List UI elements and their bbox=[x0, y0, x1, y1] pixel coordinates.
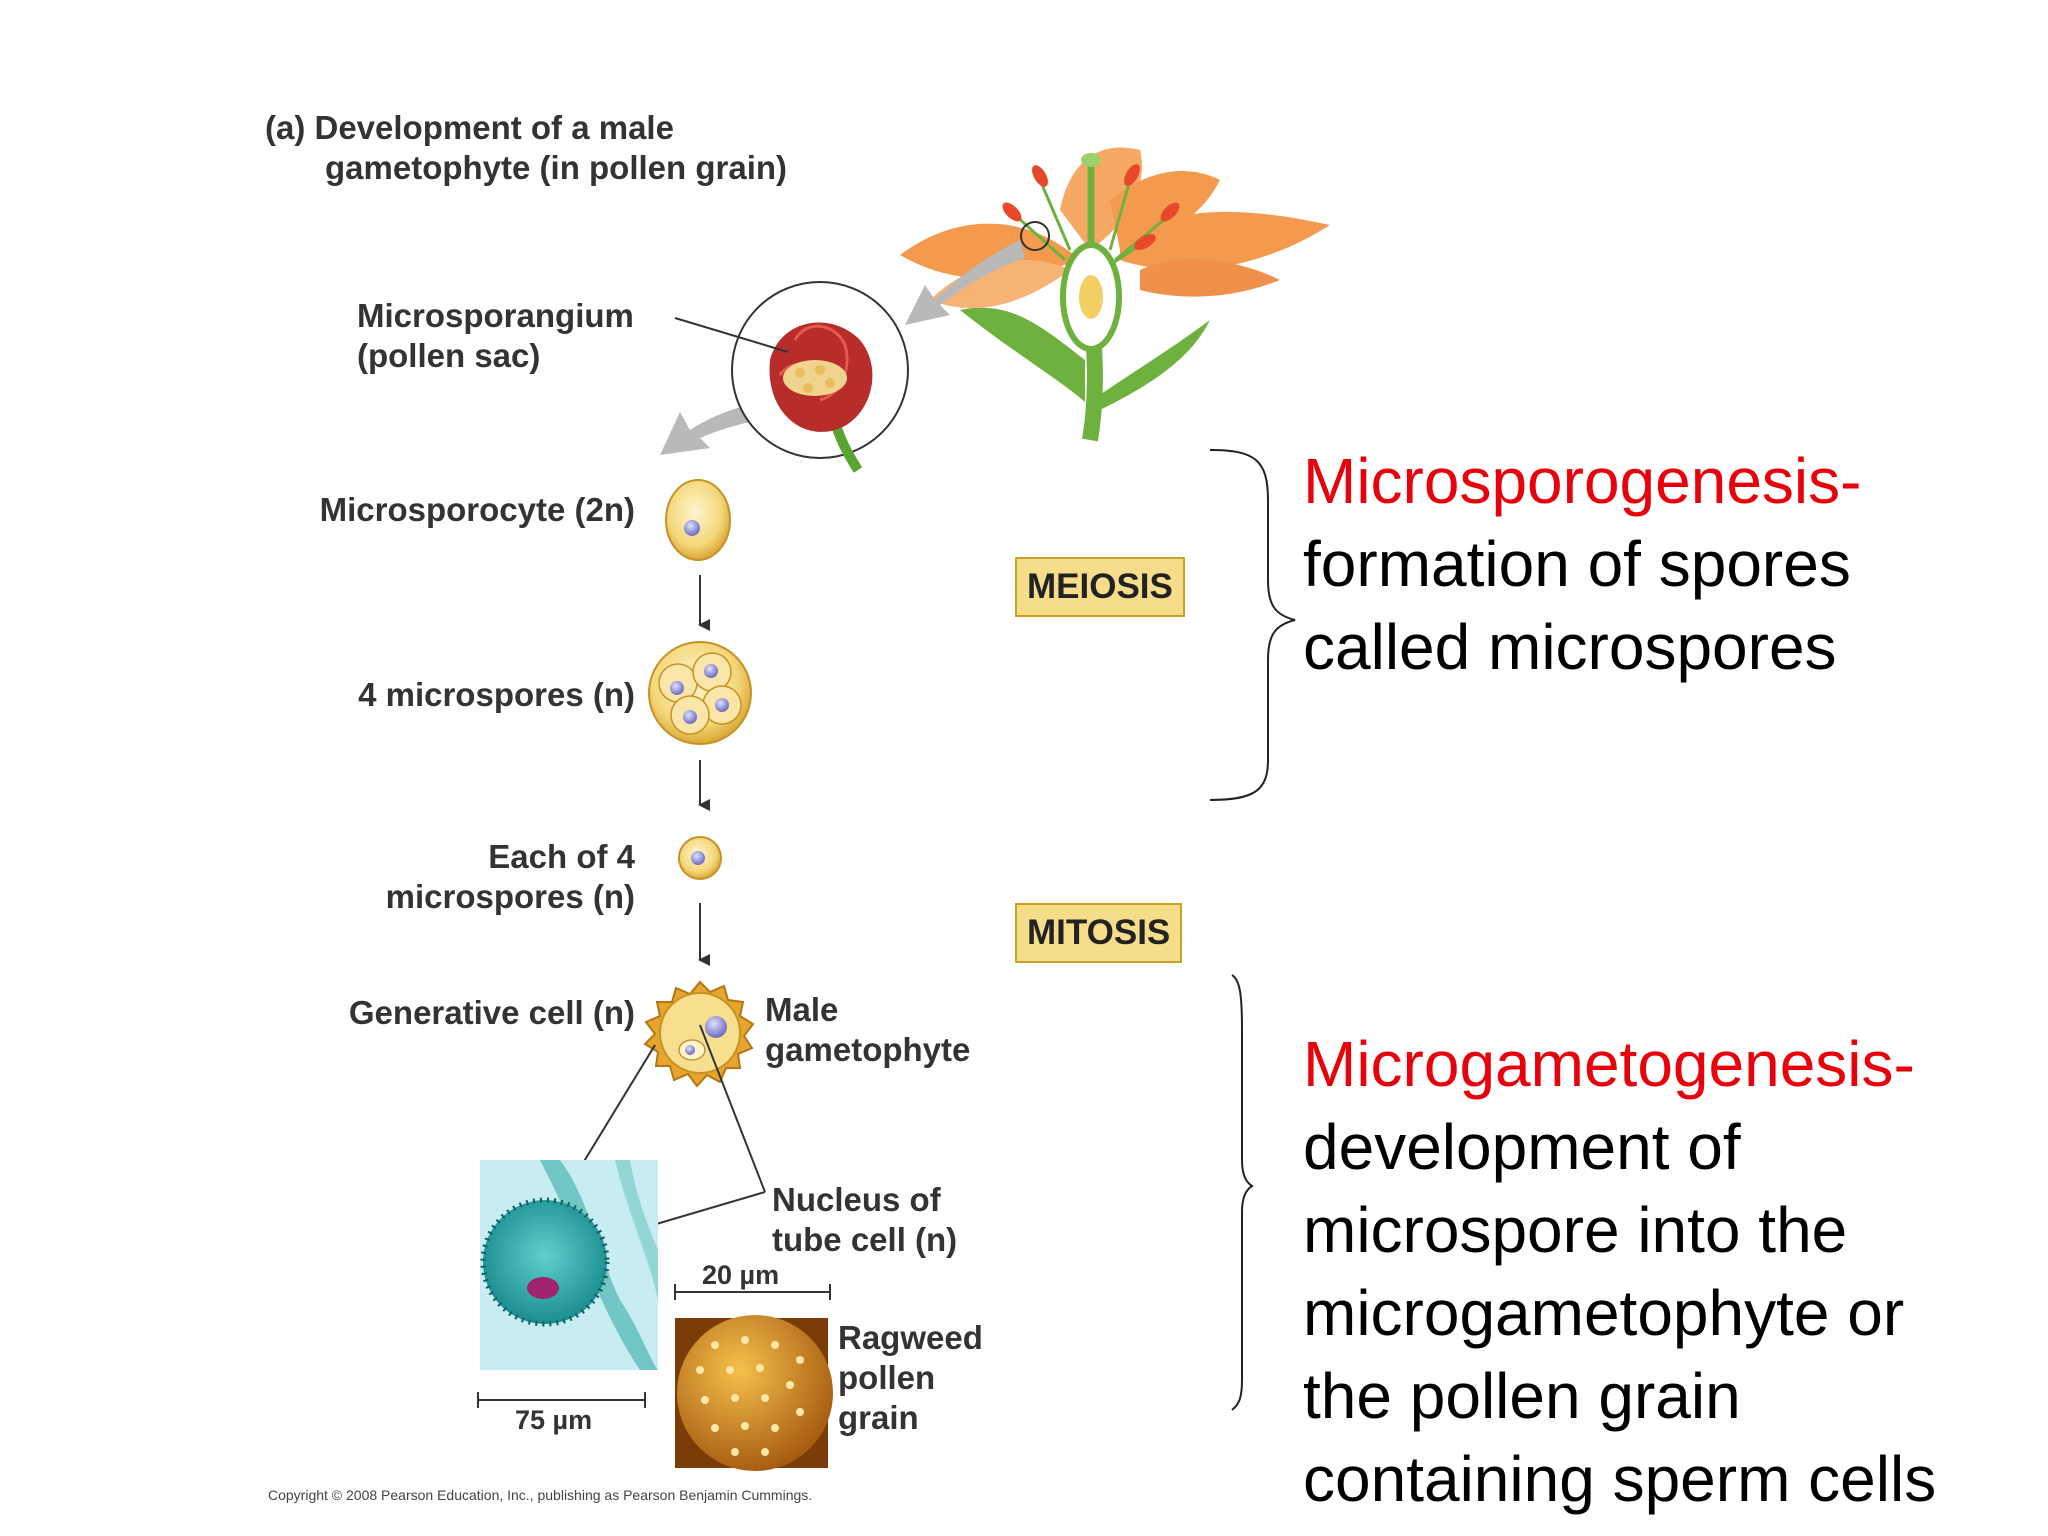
nucleus-tube-cell-label: Nucleus of tube cell (n) bbox=[772, 1181, 958, 1258]
microsporogenesis-term: Microsporogenesis- bbox=[1303, 445, 1862, 517]
brace-microsporogenesis bbox=[1209, 449, 1296, 801]
microsporangium-label: Microsporangium (pollen sac) bbox=[357, 297, 634, 374]
microsporocyte-cell bbox=[665, 479, 731, 561]
magnified-pollen-sac bbox=[674, 281, 909, 473]
scale-75-label: 75 µm bbox=[515, 1405, 593, 1435]
male-gametophyte-cell bbox=[643, 980, 755, 1088]
ragweed-label: Ragweed pollen grain bbox=[838, 1319, 983, 1436]
male-gametophyte-label: Male gametophyte bbox=[765, 991, 971, 1068]
single-microspore bbox=[678, 836, 722, 880]
figure-title: (a) Development of a male gametophyte (i… bbox=[265, 109, 788, 186]
sem-micrograph bbox=[675, 1315, 833, 1471]
generative-cell-label: Generative cell (n) bbox=[348, 994, 635, 1031]
mitosis-badge: MITOSIS bbox=[1015, 903, 1183, 963]
each-microspore-label: Each of 4 microspores (n) bbox=[385, 838, 635, 915]
gray-arrow-flower bbox=[905, 240, 1025, 325]
microsporocyte-label: Microsporocyte (2n) bbox=[319, 491, 635, 528]
flower-illustration bbox=[900, 147, 1330, 442]
meiosis-badge: MEIOSIS bbox=[1015, 557, 1185, 617]
microsporogenesis-text: Microsporogenesis- formation of spores c… bbox=[1303, 440, 1861, 689]
four-microspores-label: 4 microspores (n) bbox=[358, 676, 635, 713]
copyright-notice: Copyright © 2008 Pearson Education, Inc.… bbox=[268, 1487, 813, 1503]
light-micrograph bbox=[480, 1160, 658, 1370]
microgametogenesis-term: Microgametogenesis- bbox=[1303, 1028, 1915, 1100]
brace-microgametogenesis bbox=[1231, 974, 1254, 1411]
microgametogenesis-text: Microgametogenesis- development of micro… bbox=[1303, 1023, 1936, 1521]
tetrad-cell bbox=[648, 641, 752, 745]
scale-20-label: 20 µm bbox=[702, 1260, 780, 1290]
